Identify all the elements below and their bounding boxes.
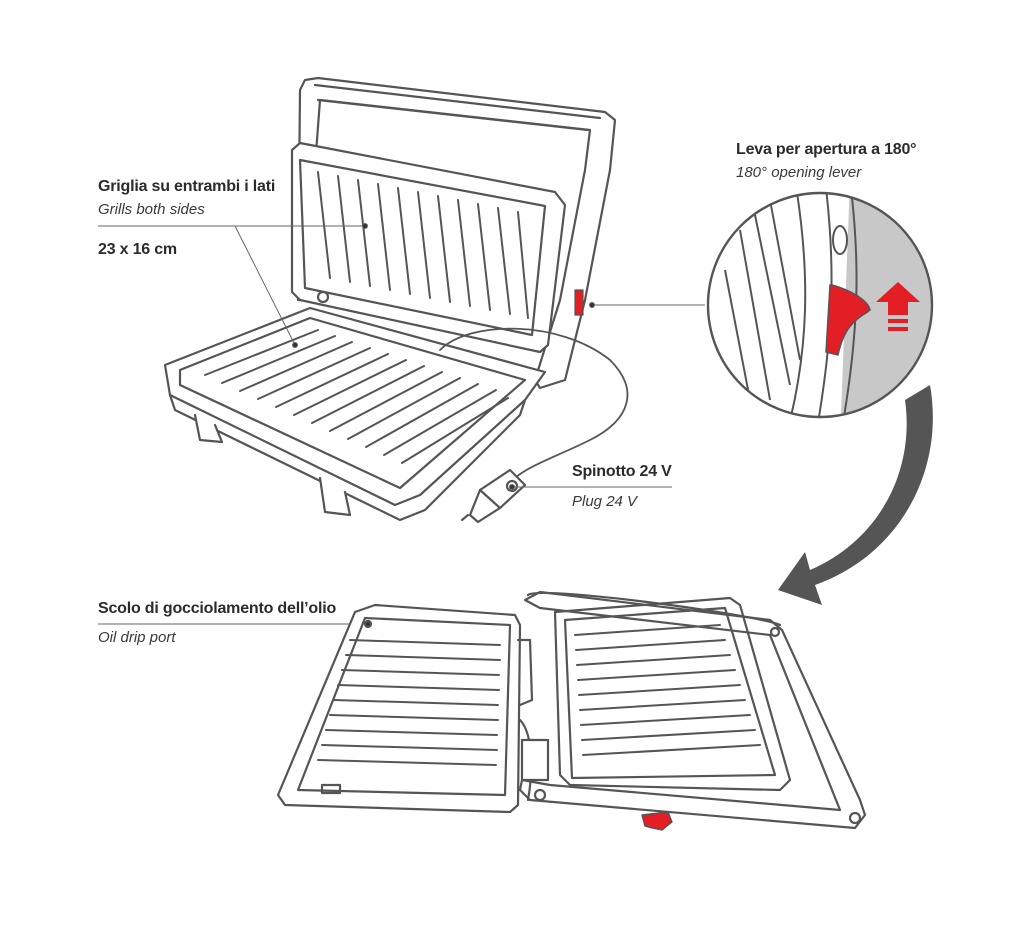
grills-subtitle: Grills both sides [98,201,205,218]
grills-size: 23 x 16 cm [98,241,177,258]
drip-subtitle: Oil drip port [98,629,176,646]
drip-title: Scolo di gocciolamento dell’olio [98,600,337,617]
right-plate-ribs [574,624,761,756]
upper-plate-ribs [317,171,529,319]
plug-title: Spinotto 24 V [572,463,672,480]
flat-grill-drawing [276,590,867,831]
car-plug [460,468,527,524]
left-plate-ribs [317,639,501,766]
lower-plate-ribs [204,329,509,464]
curved-arrow-icon [778,385,933,605]
open-grill-drawing [163,76,629,524]
lever-subtitle: 180° opening lever [736,164,862,181]
plug-subtitle: Plug 24 V [572,493,638,510]
grills-title: Griglia su entrambi i lati [98,178,276,195]
up-arrow-icon [876,282,920,331]
lever-title: Leva per apertura a 180° [736,141,917,158]
